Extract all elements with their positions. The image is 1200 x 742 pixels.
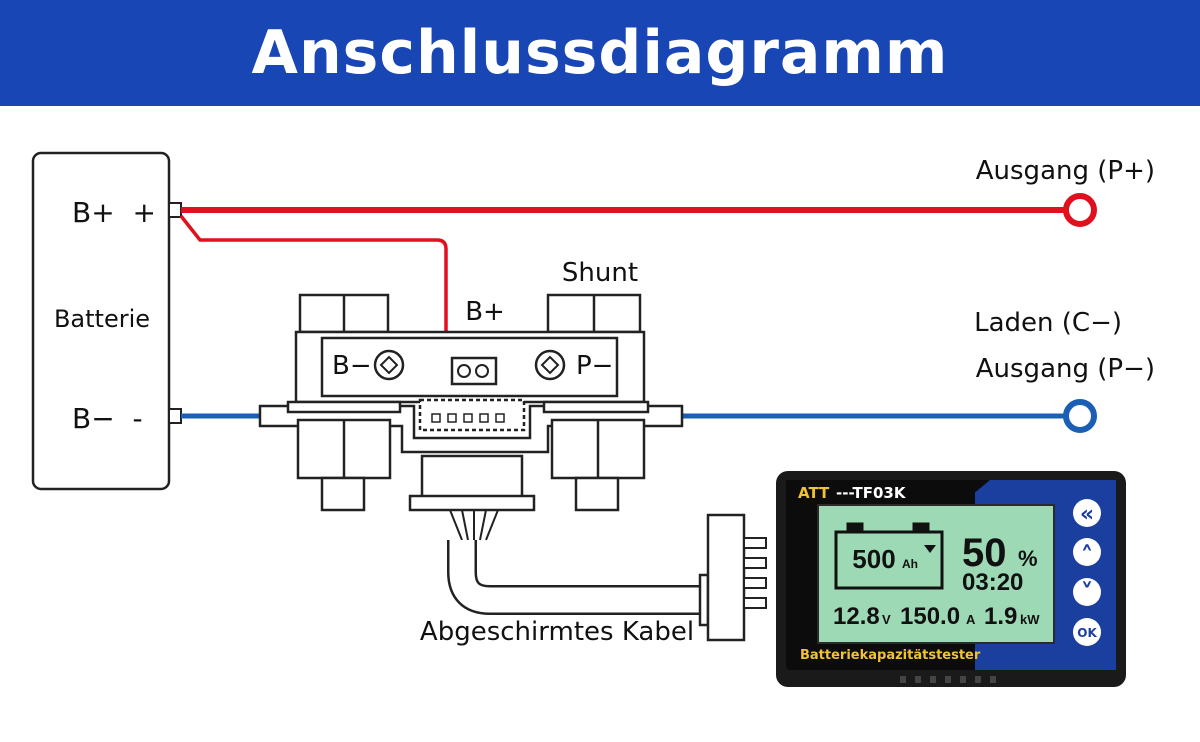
triangle-indicator-icon bbox=[924, 545, 936, 553]
negative-wiring: Laden (C−) Ausgang (P−) bbox=[181, 308, 1155, 433]
battery-box bbox=[31, 151, 171, 491]
device-name-label: Batteriekapazitätstester bbox=[800, 648, 981, 663]
title-banner: Anschlussdiagramm bbox=[0, 0, 1200, 106]
up-button[interactable]: ˄ bbox=[1073, 538, 1101, 572]
lcd-voltage-unit: V bbox=[882, 612, 891, 627]
lcd-time-remaining: 03:20 bbox=[962, 569, 1023, 596]
page-title: Anschlussdiagramm bbox=[251, 18, 949, 88]
positive-sense-wire bbox=[179, 214, 458, 373]
chevron-up-icon: ˄ bbox=[1081, 542, 1094, 572]
p-minus-screw-icon bbox=[534, 349, 566, 381]
battery: Batterie B+ + B− - bbox=[31, 151, 182, 491]
shunt-p-minus-label: P− bbox=[576, 351, 613, 381]
shunt-bar bbox=[320, 336, 619, 398]
battery-negative-post bbox=[168, 408, 182, 424]
device-brand: ATT bbox=[798, 484, 830, 502]
right-washer bbox=[542, 400, 650, 414]
lcd-percent-value: 50 bbox=[962, 531, 1007, 575]
lcd-voltage-value: 12.8 bbox=[833, 603, 880, 630]
battery-icon bbox=[834, 522, 944, 590]
cable-label: Abgeschirmtes Kabel bbox=[420, 617, 694, 647]
battery-label: Batterie bbox=[54, 305, 150, 333]
connector-pins bbox=[431, 413, 505, 423]
down-button[interactable]: ˅ bbox=[1073, 578, 1101, 609]
double-chevron-left-icon: « bbox=[1080, 502, 1094, 527]
lcd-power-value: 1.9 bbox=[984, 603, 1017, 630]
charge-label: Laden (C−) bbox=[974, 308, 1122, 338]
device-plug bbox=[706, 513, 746, 642]
battery-tester-device: ATT ---TF03K 500 Ah 50 % 03:20 12.8 V 15… bbox=[776, 471, 1126, 687]
lcd-capacity-unit: Ah bbox=[902, 557, 918, 571]
lcd-power-unit: kW bbox=[1020, 612, 1040, 627]
shunt-label: Shunt bbox=[562, 258, 638, 288]
positive-output-label: Ausgang (P+) bbox=[976, 156, 1155, 186]
shunt-b-minus-label: B− bbox=[332, 351, 372, 381]
negative-output-terminal-icon bbox=[1063, 399, 1097, 433]
positive-wiring: Ausgang (P+) bbox=[179, 156, 1155, 373]
device-model: ---TF03K bbox=[836, 484, 907, 502]
shunt-b-plus-label: B+ bbox=[465, 297, 505, 327]
right-bolt-end bbox=[574, 476, 620, 512]
cable-plug bbox=[420, 454, 524, 502]
lcd-percent-unit: % bbox=[1018, 546, 1038, 571]
back-button[interactable]: « bbox=[1073, 499, 1101, 527]
shunt: Shunt B+ B− P− bbox=[258, 258, 684, 512]
shunt-base-plate bbox=[258, 404, 684, 454]
b-minus-screw-icon bbox=[373, 349, 405, 381]
chevron-down-icon: ˅ bbox=[1081, 579, 1094, 609]
battery-negative-terminal-label: B− - bbox=[72, 402, 143, 435]
negative-output-label: Ausgang (P−) bbox=[976, 354, 1155, 384]
battery-positive-terminal-label: B+ + bbox=[72, 196, 156, 229]
device-plug-pins bbox=[743, 537, 767, 609]
sense-terminal bbox=[450, 356, 498, 386]
cable-plug-flange bbox=[408, 494, 536, 512]
lcd-current-unit: A bbox=[966, 612, 976, 627]
positive-output-terminal-icon bbox=[1063, 193, 1097, 227]
device-vents bbox=[900, 676, 996, 683]
battery-positive-post bbox=[168, 202, 182, 218]
lcd-capacity-value: 500 bbox=[852, 544, 895, 574]
left-washer bbox=[286, 400, 402, 414]
lcd-current-value: 150.0 bbox=[900, 603, 960, 630]
left-bolt-end bbox=[320, 476, 366, 512]
ok-button-label: OK bbox=[1077, 626, 1097, 640]
ok-button[interactable]: OK bbox=[1073, 618, 1101, 646]
shielded-cable: Abgeschirmtes Kabel bbox=[408, 454, 767, 647]
